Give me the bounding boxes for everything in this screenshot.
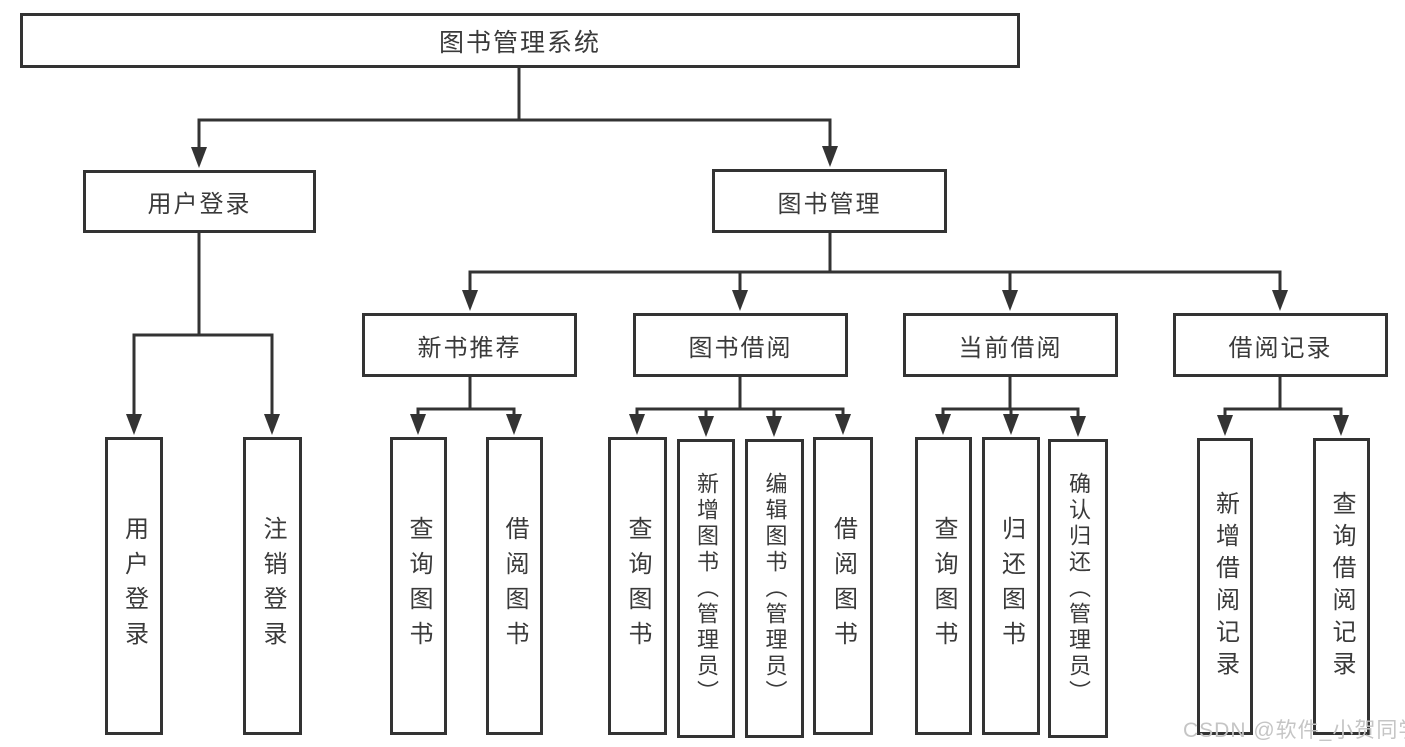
leaf-query-book-2-label: 查询图书 — [624, 516, 651, 656]
leaf-logout: 注销登录 — [243, 437, 302, 735]
node-book-borrow: 图书借阅 — [633, 313, 848, 377]
leaf-borrow-book-1: 借阅图书 — [486, 437, 543, 735]
leaf-confirm-return-admin-label: 确认归还（管理员） — [1066, 471, 1091, 706]
node-borrow-records: 借阅记录 — [1173, 313, 1388, 377]
csdn-watermark: CSDN @软件_小贺同学 — [1183, 719, 1405, 742]
node-new-book-recommend: 新书推荐 — [362, 313, 577, 377]
leaf-query-book-3-label: 查询图书 — [930, 516, 957, 656]
node-root-label: 图书管理系统 — [438, 28, 601, 57]
leaf-add-borrow-record: 新增借阅记录 — [1197, 438, 1253, 735]
leaf-return-book: 归还图书 — [982, 437, 1040, 735]
leaf-query-book-1-label: 查询图书 — [405, 516, 432, 656]
leaf-logout-label: 注销登录 — [259, 516, 286, 656]
leaf-borrow-book-2: 借阅图书 — [813, 437, 873, 735]
node-root-system: 图书管理系统 — [20, 13, 1020, 68]
leaf-query-book-1: 查询图书 — [390, 437, 447, 735]
node-book-management: 图书管理 — [712, 169, 947, 233]
node-new-book-recommend-label: 新书推荐 — [417, 334, 522, 362]
node-current-borrow: 当前借阅 — [903, 313, 1118, 377]
leaf-borrow-book-1-label: 借阅图书 — [501, 516, 528, 656]
leaf-borrow-book-2-label: 借阅图书 — [829, 516, 857, 656]
node-book-borrow-label: 图书借阅 — [688, 334, 793, 362]
leaf-add-book-admin: 新增图书（管理员） — [677, 439, 735, 738]
node-borrow-records-label: 借阅记录 — [1228, 334, 1333, 362]
leaf-edit-book-admin: 编辑图书（管理员） — [745, 439, 804, 738]
leaf-user-login: 用户登录 — [105, 437, 163, 735]
leaf-add-borrow-record-label: 新增借阅记录 — [1211, 490, 1239, 683]
node-user-login-label: 用户登录 — [147, 191, 252, 218]
leaf-query-book-2: 查询图书 — [608, 437, 667, 735]
leaf-query-book-3: 查询图书 — [915, 437, 972, 735]
node-current-borrow-label: 当前借阅 — [958, 334, 1063, 362]
node-user-login: 用户登录 — [83, 170, 316, 233]
leaf-query-borrow-record-label: 查询借阅记录 — [1328, 490, 1355, 683]
leaf-confirm-return-admin: 确认归还（管理员） — [1048, 439, 1108, 738]
leaf-return-book-label: 归还图书 — [997, 516, 1025, 656]
leaf-add-book-admin-label: 新增图书（管理员） — [694, 471, 719, 706]
leaf-edit-book-admin-label: 编辑图书（管理员） — [762, 471, 788, 706]
leaf-query-borrow-record: 查询借阅记录 — [1313, 438, 1370, 735]
node-book-management-label: 图书管理 — [777, 190, 882, 218]
leaf-user-login-label: 用户登录 — [120, 516, 148, 656]
